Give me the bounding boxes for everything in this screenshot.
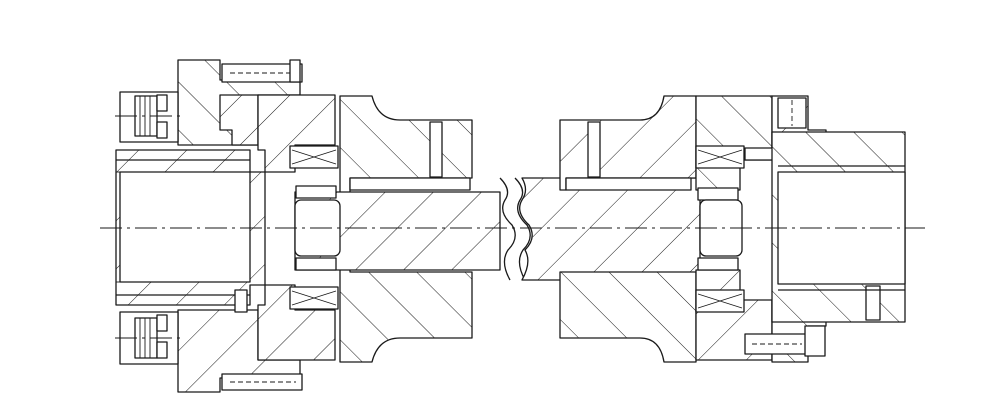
left-shaft xyxy=(294,185,501,271)
left-lower-bolt-pack xyxy=(115,311,185,365)
right-yoke xyxy=(559,95,697,363)
left-lower-flange xyxy=(177,289,303,393)
right-bore-sleeve xyxy=(771,131,906,323)
left-coupling-assembly xyxy=(115,59,501,393)
left-upper-bolt-pack xyxy=(115,91,185,143)
shaft-break xyxy=(499,177,701,281)
left-hub xyxy=(257,94,339,361)
left-yoke xyxy=(339,95,473,363)
